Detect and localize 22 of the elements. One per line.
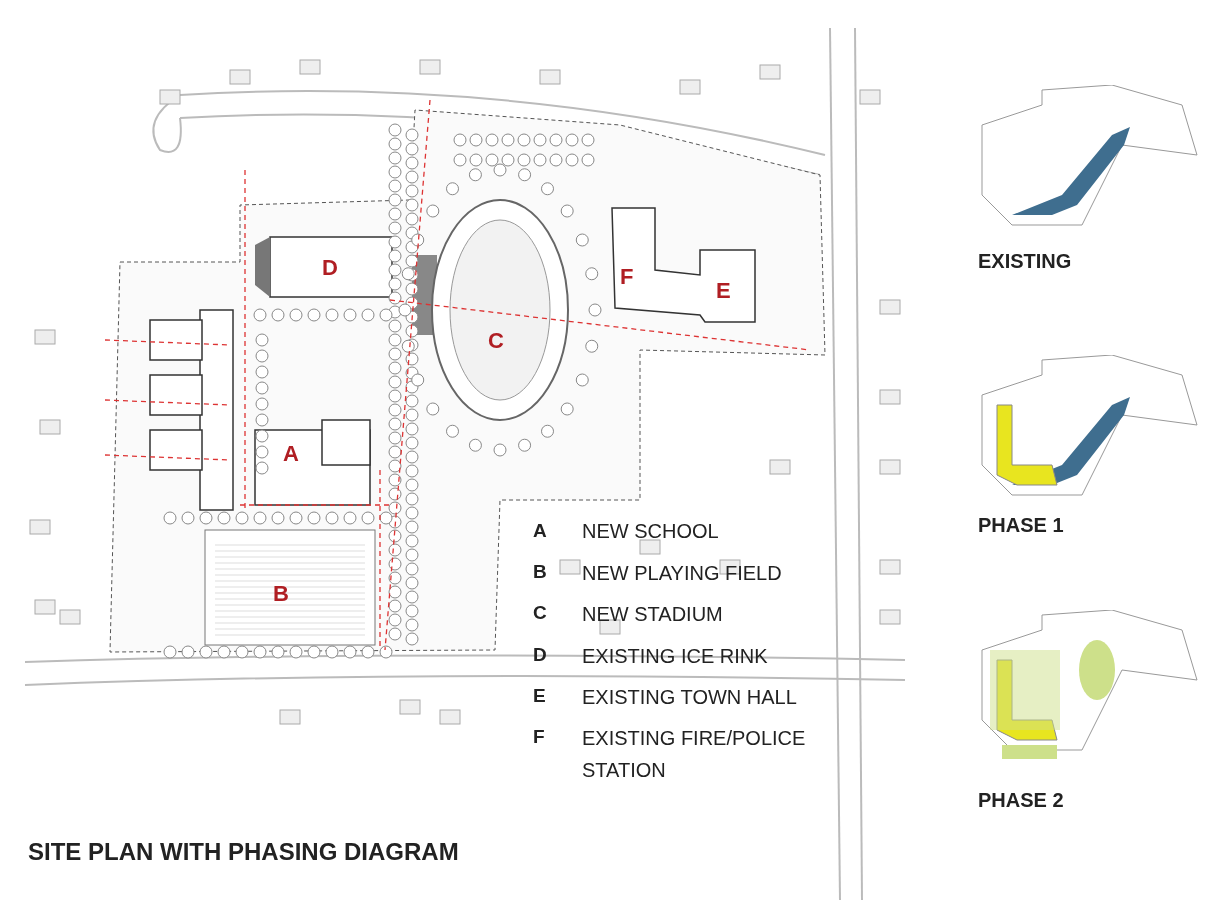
site-letter: C (488, 328, 504, 354)
title: SITE PLAN WITH PHASING DIAGRAM (28, 838, 459, 866)
phase-caption: PHASE 2 (978, 789, 1064, 812)
site-letter: F (620, 264, 634, 290)
key-description: NEW SCHOOL (582, 519, 720, 544)
key-letter: B (533, 561, 547, 583)
key-letter: C (533, 602, 547, 624)
key-description: NEW STADIUM (582, 602, 724, 627)
site-letter: D (322, 255, 338, 281)
key-letter: D (533, 644, 547, 666)
key-description: EXISTING TOWN HALL (582, 685, 798, 710)
site-letter: E (716, 278, 731, 304)
key-description: EXISTING FIRE/POLICE STATION (582, 726, 807, 783)
phase-caption: EXISTING (978, 250, 1072, 273)
phase-caption: PHASE 1 (978, 514, 1064, 537)
key-description: NEW PLAYING FIELD (582, 561, 783, 586)
site-letter: B (273, 581, 289, 607)
key-letter: A (533, 520, 547, 542)
key-description: EXISTING ICE RINK (582, 644, 769, 669)
key-letter: F (533, 726, 545, 748)
key-letter: E (533, 685, 546, 707)
site-letter: A (283, 441, 299, 467)
